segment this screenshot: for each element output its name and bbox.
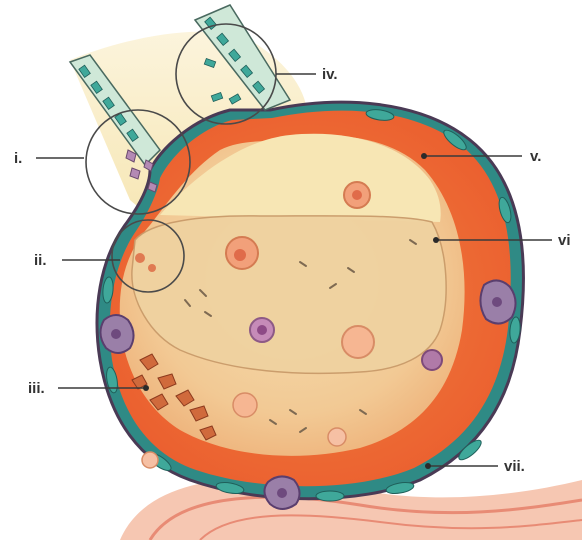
label-iv: iv. <box>322 66 338 83</box>
label-vi: vi <box>558 232 571 249</box>
label-v: v. <box>530 148 541 165</box>
inner-fluid-pool <box>132 216 446 374</box>
label-ii: ii. <box>34 252 47 269</box>
label-vii: vii. <box>504 458 525 475</box>
label-i: i. <box>14 150 22 167</box>
label-iii: iii. <box>28 380 45 397</box>
